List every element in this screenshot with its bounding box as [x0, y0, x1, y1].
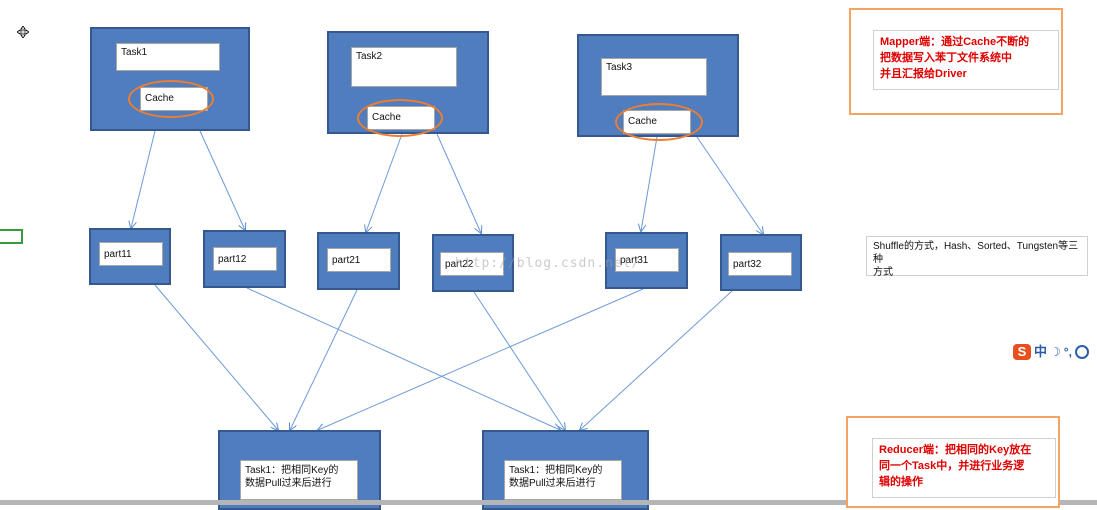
ime-toolbar[interactable]: S 中 ☽ °,: [1011, 343, 1097, 361]
arrow-part12-reducer2: [246, 287, 560, 430]
reducer-note-line3: 辑的操作: [879, 476, 923, 488]
mapper-note: Mapper端：通过Cache不断的 把数据写入苯丁文件系统中 并且汇报给Dri…: [849, 8, 1063, 115]
part-label: part31: [615, 248, 679, 272]
mapper-task-3: Task3 Cache: [577, 34, 739, 141]
task-label: Task1: [116, 43, 220, 71]
arrow-part22-reducer2: [473, 291, 565, 430]
part-label: part22: [440, 252, 504, 276]
mapper-note-line2: 把数据写入苯丁文件系统中: [880, 52, 1012, 64]
reducer-task-line1: Task1：把相同Key的: [509, 465, 603, 476]
reducer-note-line2: 同一个Task中，并进行业务逻: [879, 460, 1025, 472]
reducer-task-line2: 数据Pull过来后进行: [245, 478, 332, 489]
reducer-task-2: Task1：把相同Key的 数据Pull过来后进行: [482, 430, 649, 510]
arrow-part11-reducer1: [154, 284, 278, 430]
arrow-task2-part21: [366, 133, 403, 232]
ime-logo-icon[interactable]: S: [1013, 344, 1031, 360]
arrow-part32-reducer2: [580, 290, 733, 430]
part-box-21: part21: [317, 232, 400, 290]
mapper-note-text: Mapper端：通过Cache不断的 把数据写入苯丁文件系统中 并且汇报给Dri…: [873, 30, 1059, 90]
move-cursor-icon: [16, 25, 30, 39]
arrow-task2-part22: [436, 133, 481, 233]
mapper-task-1: Task1 Cache: [90, 27, 250, 131]
part-box-31: part31: [605, 232, 688, 289]
arrow-task1-part11: [131, 130, 156, 228]
keyboard-icon[interactable]: [1074, 345, 1089, 359]
mapper-note-line1: Mapper端：通过Cache不断的: [880, 36, 1030, 48]
green-fragment: [0, 229, 23, 244]
arrow-task3-part32: [696, 136, 763, 234]
reducer-note-text: Reducer端：把相同的Key放在 同一个Task中，并进行业务逻 辑的操作: [872, 438, 1056, 498]
shuffle-note-line1: Shuffle的方式，Hash、Sorted、Tungsten等三种: [873, 241, 1079, 265]
part-box-12: part12: [203, 230, 286, 288]
bottom-divider: [0, 500, 1097, 505]
watermark: http://blog.csdn.net/: [455, 256, 641, 271]
part-box-22: part22: [432, 234, 514, 292]
part-label: part32: [728, 252, 792, 276]
arrow-part21-reducer1: [290, 289, 358, 430]
task-label: Task3: [601, 58, 707, 96]
reducer-task-1: Task1：把相同Key的 数据Pull过来后进行: [218, 430, 381, 510]
task-label: Task2: [351, 47, 457, 87]
cache-ring: [615, 103, 703, 141]
punctuation-icon[interactable]: °,: [1063, 345, 1072, 359]
arrow-part31-reducer1: [318, 288, 644, 430]
shuffle-note-line2: 方式: [873, 267, 893, 278]
arrow-task3-part31: [641, 136, 658, 231]
part-label: part11: [99, 242, 163, 266]
part-box-11: part11: [89, 228, 171, 285]
part-label: part12: [213, 247, 277, 271]
reducer-note: Reducer端：把相同的Key放在 同一个Task中，并进行业务逻 辑的操作: [846, 416, 1060, 508]
moon-icon[interactable]: ☽: [1050, 345, 1061, 359]
mapper-note-line3: 并且汇报给Driver: [880, 68, 967, 80]
reducer-task-line2: 数据Pull过来后进行: [509, 478, 596, 489]
cache-ring: [357, 99, 443, 137]
reducer-task-text: Task1：把相同Key的 数据Pull过来后进行: [504, 460, 622, 500]
ime-mode-label[interactable]: 中: [1034, 344, 1048, 359]
arrow-task1-part12: [199, 130, 245, 230]
part-box-32: part32: [720, 234, 802, 291]
reducer-task-line1: Task1：把相同Key的: [245, 465, 339, 476]
shuffle-note: Shuffle的方式，Hash、Sorted、Tungsten等三种 方式: [866, 236, 1088, 278]
mapper-task-2: Task2 Cache: [327, 31, 489, 137]
cache-ring: [128, 80, 214, 118]
reducer-note-line1: Reducer端：把相同的Key放在: [879, 444, 1032, 456]
part-label: part21: [327, 248, 391, 272]
reducer-task-text: Task1：把相同Key的 数据Pull过来后进行: [240, 460, 358, 500]
